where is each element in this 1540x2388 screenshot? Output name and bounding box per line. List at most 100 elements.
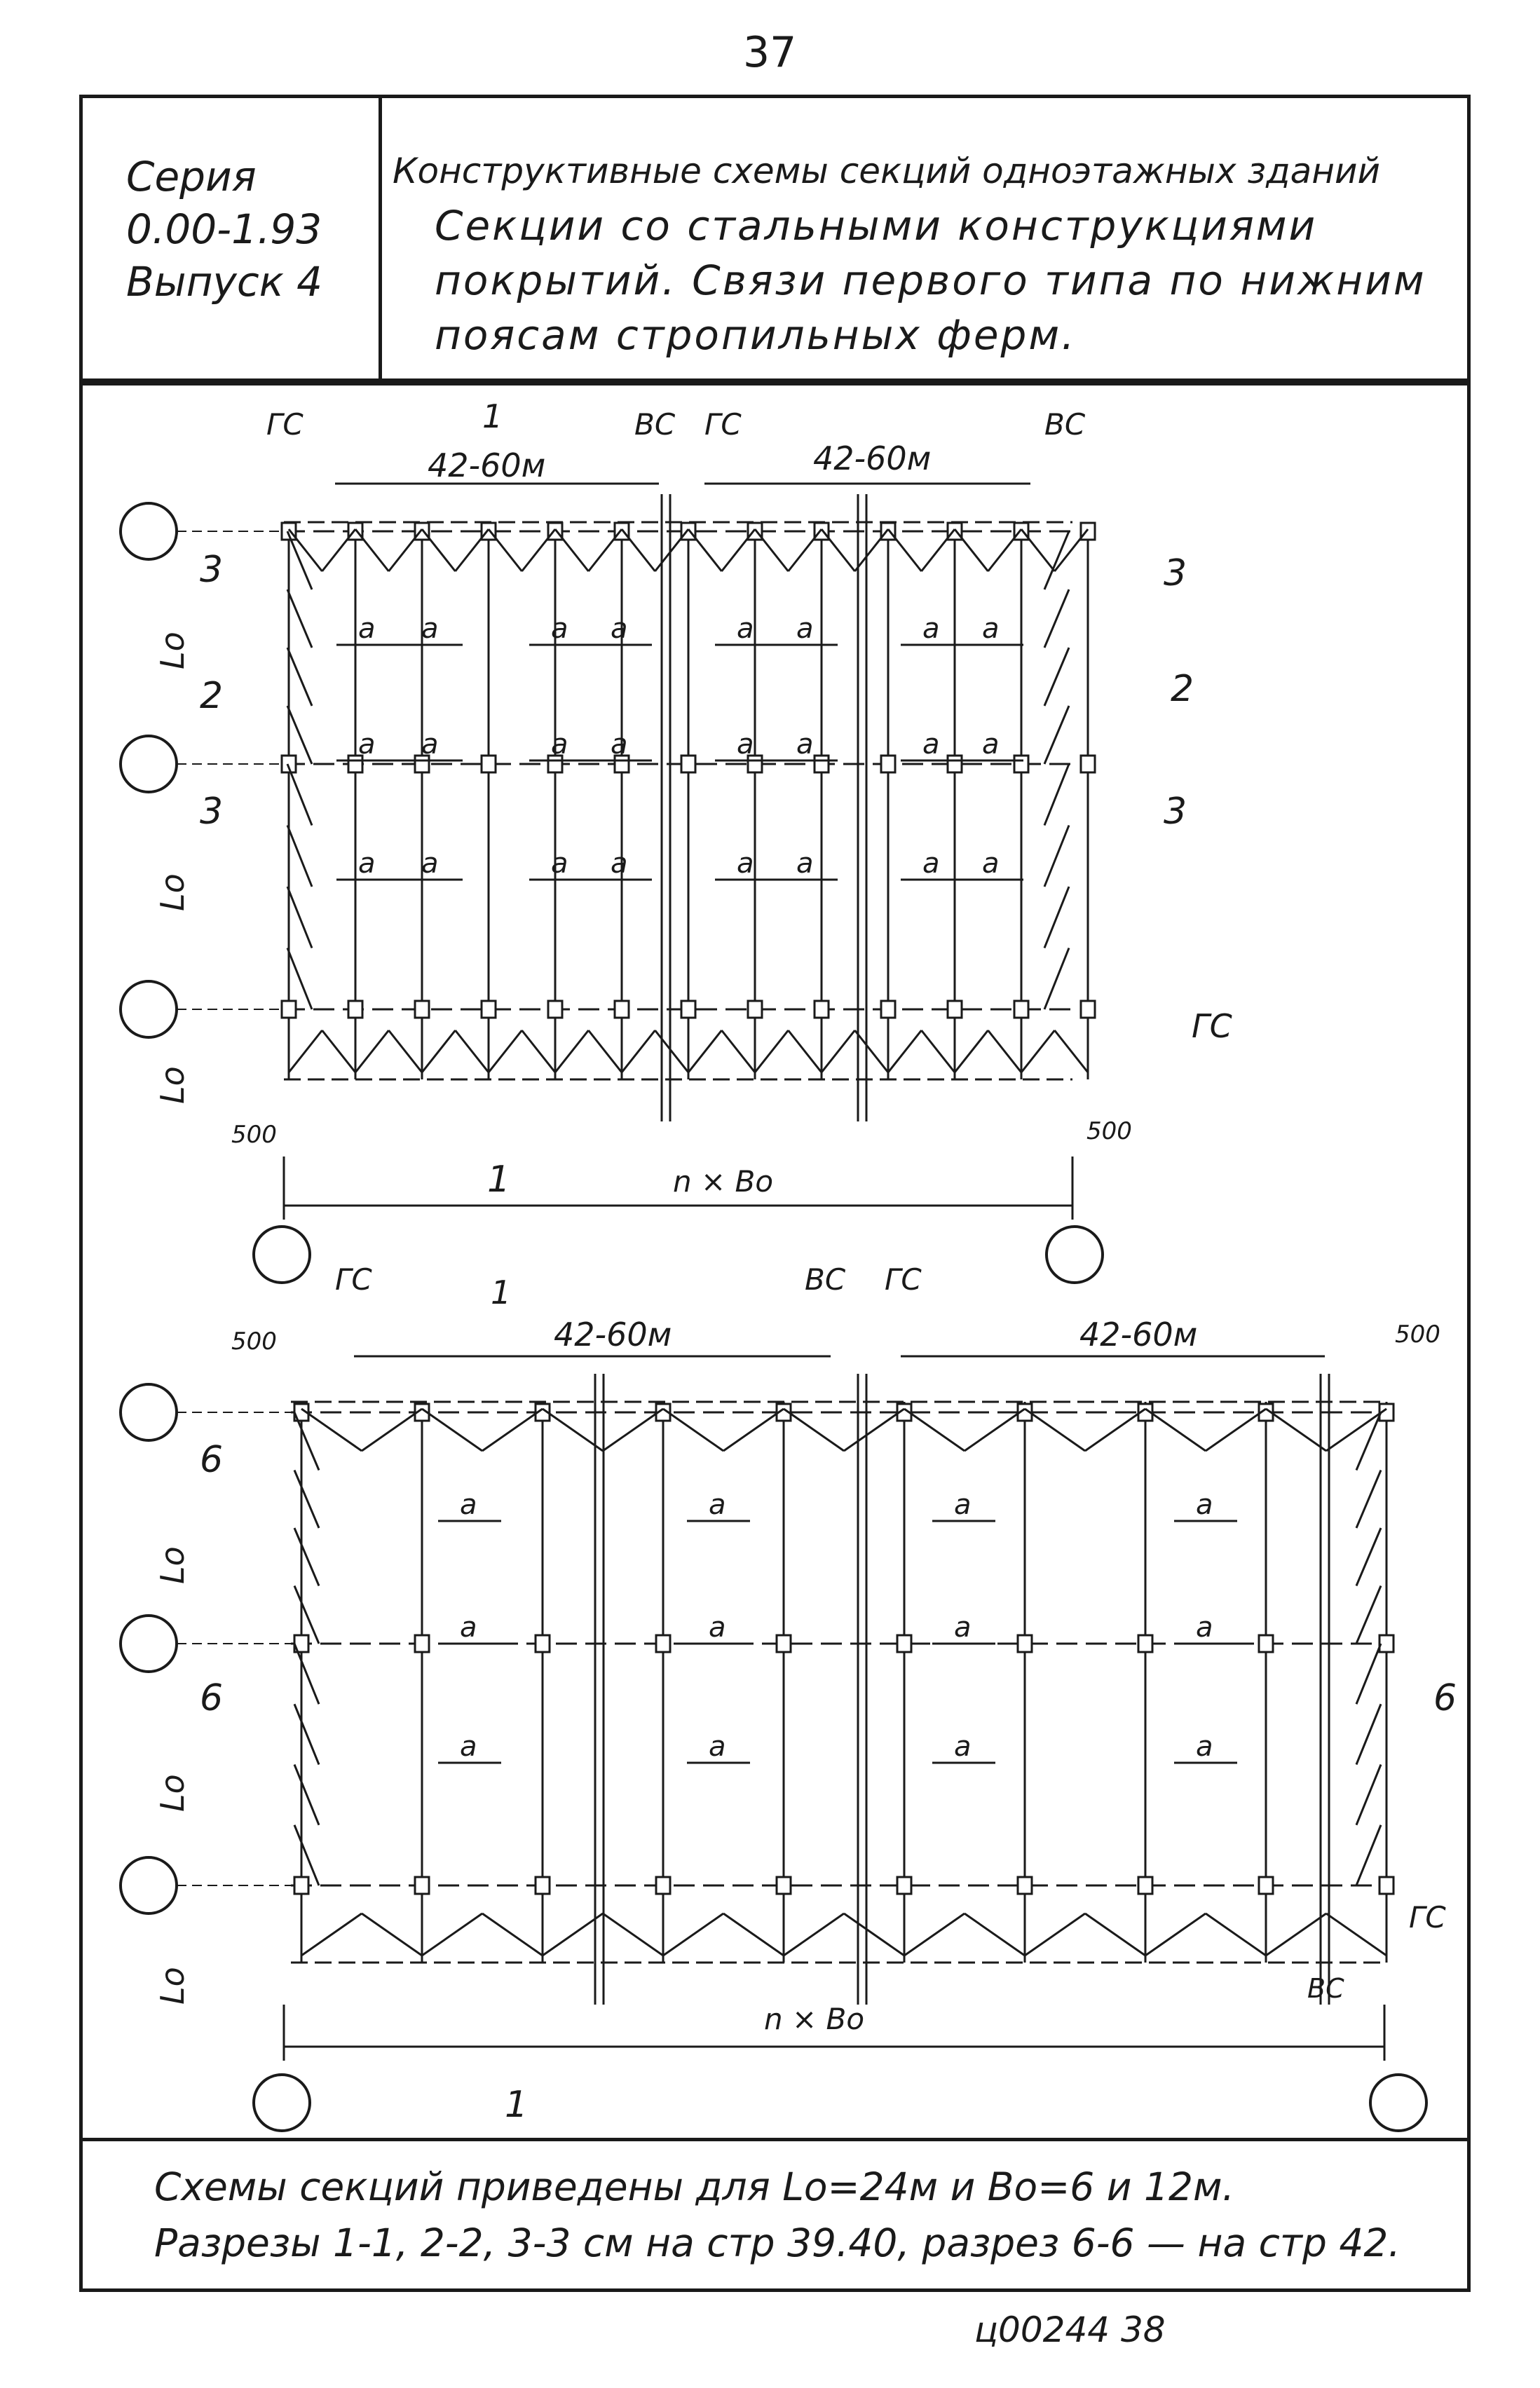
brace-top-b-11 [987, 528, 1023, 572]
column-square-9-1 [813, 521, 830, 541]
purlin-a-label-2-3: а [1196, 1731, 1213, 1763]
d2-lo-1: Lo [154, 1546, 191, 1584]
side-brace-right-0-1 [1043, 589, 1070, 648]
side-brace-left-1-3 [286, 947, 313, 1010]
d2-section-6-left-top: 6 [200, 1439, 223, 1481]
d2-dim-500-left: 500 [231, 1328, 277, 1356]
title-line-3: покрытий. Связи первого типа по нижним [435, 257, 1426, 304]
brace-bottom-b-3 [602, 1912, 664, 1957]
column-square-3-1 [414, 521, 430, 541]
brace-bottom-b-8 [1205, 1912, 1267, 1957]
column-square-7-2 [1016, 1634, 1033, 1653]
side-brace-right-1-1 [1043, 824, 1070, 887]
brace-top-2 [421, 1407, 483, 1452]
column-square-5-3 [775, 1876, 792, 1895]
column-square-5-2 [775, 1634, 792, 1653]
side-brace-right-0-0 [1043, 531, 1070, 590]
side-brace-right-1-2 [1043, 886, 1070, 949]
column-square-7-2 [680, 754, 697, 774]
d1-lo-1: Lo [154, 632, 191, 669]
brace-bottom-b-10 [920, 1030, 956, 1073]
purlin-a-label-1-3: а [611, 728, 628, 760]
column-square-5-3 [547, 999, 564, 1019]
brace-top-b-8 [787, 528, 823, 572]
footer-note: Схемы секций приведены для Lo=24м и Bo=6… [154, 2159, 1401, 2271]
column-square-8-2 [1137, 1634, 1154, 1653]
purlin-a-label-0-3: а [1196, 1489, 1213, 1521]
brace-bottom-b-9 [854, 1030, 890, 1073]
brace-bottom-b-8 [787, 1030, 823, 1073]
side-brace-right-1-2 [1355, 1763, 1382, 1826]
d1-section-2-right: 2 [1171, 668, 1194, 710]
brace-bottom-4 [487, 1030, 523, 1073]
column-square-4-1 [480, 521, 497, 541]
d2-span-left: 42-60м [554, 1316, 672, 1353]
side-brace-right-1-1 [1355, 1703, 1382, 1766]
note-line-1: Схемы секций приведены для Lo=24м и Bo=6… [154, 2164, 1234, 2209]
d2-section-6-left-mid: 6 [200, 1677, 223, 1719]
column-square-4-2 [655, 1634, 672, 1653]
column-square-2-3 [347, 999, 364, 1019]
column-square-1-3 [280, 999, 297, 1019]
axis-marker-3 [119, 1856, 178, 1915]
note-line-2: Разрезы 1-1, 2-2, 3-3 см на стр 39.40, р… [154, 2220, 1401, 2265]
side-brace-left-1-1 [286, 824, 313, 887]
d2-overall-dim: n × Bo [764, 2002, 864, 2036]
d2-lo-3: Lo [154, 1967, 191, 2005]
side-brace-right-1-3 [1043, 947, 1070, 1010]
brace-top-9 [820, 528, 856, 572]
purlin-a-label-0-6: а [922, 613, 940, 645]
brace-bottom-9 [820, 1030, 856, 1073]
brace-top-12 [1020, 528, 1056, 572]
column-square-8-1 [1137, 1403, 1154, 1422]
brace-top-9 [1265, 1407, 1327, 1452]
brace-top-b-7 [1084, 1407, 1146, 1452]
side-brace-left-1-2 [293, 1763, 320, 1826]
purlin-a-label-2-1: а [709, 1731, 726, 1763]
column-square-2-1 [347, 521, 364, 541]
brace-top-8 [1145, 1407, 1206, 1452]
brace-top-b-5 [843, 1407, 905, 1452]
brace-bottom-b-6 [964, 1912, 1025, 1957]
title-line-4: поясам стропильных ферм. [435, 311, 1077, 359]
d1-dim-500-left: 500 [231, 1121, 277, 1149]
column-square-7-3 [680, 999, 697, 1019]
brace-bottom-7 [687, 1030, 723, 1073]
column-square-10-3 [880, 999, 897, 1019]
side-brace-right-0-1 [1355, 1469, 1382, 1529]
d1-lo-3: Lo [154, 1066, 191, 1104]
column-square-12-2 [1013, 754, 1030, 774]
column-square-6-3 [613, 999, 630, 1019]
brace-top-b-8 [1205, 1407, 1267, 1452]
brace-bottom-8 [754, 1030, 789, 1073]
d2-gc-right-label: ГС [1409, 1900, 1446, 1935]
column-square-4-1 [655, 1403, 672, 1422]
purlin-a-label-1-2: а [551, 728, 568, 760]
column-square-12-3 [1013, 999, 1030, 1019]
d1-span-left: 42-60м [428, 446, 545, 484]
d1-gc-right-label: ГС [1192, 1007, 1232, 1045]
brace-bottom-b-9 [1326, 1912, 1387, 1957]
side-brace-right-0-2 [1355, 1527, 1382, 1587]
d1-dim-500-right: 500 [1086, 1117, 1132, 1145]
column-square-6-1 [896, 1403, 913, 1422]
purlin-a-label-0-0: а [460, 1489, 477, 1521]
side-brace-right-1-0 [1043, 763, 1070, 826]
axis-marker-2 [119, 735, 178, 793]
brace-bottom-1 [287, 1030, 323, 1073]
brace-bottom-b-2 [482, 1912, 543, 1957]
brace-bottom-b-12 [1054, 1030, 1089, 1073]
d2-span-right: 42-60м [1079, 1316, 1197, 1353]
brace-bottom-b-4 [723, 1912, 784, 1957]
column-square-11-3 [946, 999, 963, 1019]
brace-top-b-10 [920, 528, 956, 572]
column-square-10-3 [1378, 1876, 1395, 1895]
brace-bottom-8 [1145, 1912, 1206, 1957]
side-brace-right-0-2 [1043, 647, 1070, 707]
brace-bottom-9 [1265, 1912, 1327, 1957]
brace-top-3 [542, 1407, 604, 1452]
series-label: Серия [126, 153, 257, 200]
brace-top-b-7 [721, 528, 756, 572]
